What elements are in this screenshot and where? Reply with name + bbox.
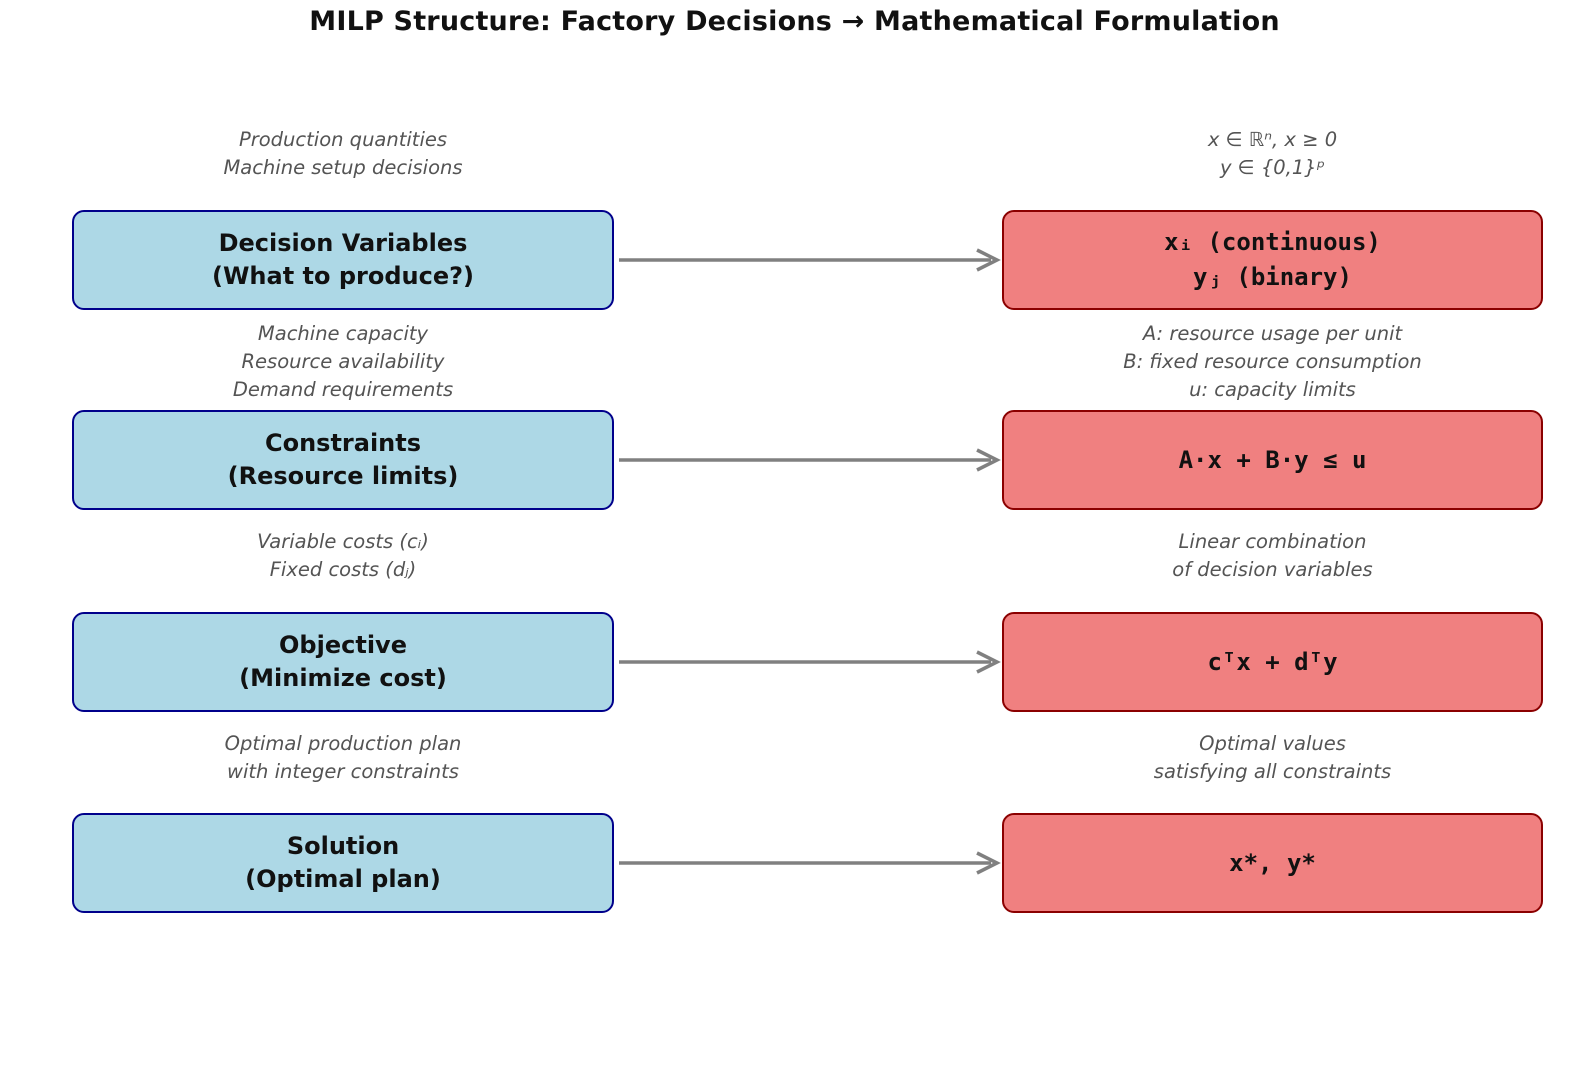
- annotation-line: with integer constraints: [227, 760, 459, 783]
- row-2-right-annotation: A: resource usage per unit B: fixed reso…: [1002, 320, 1543, 404]
- blue-box-solution: Solution (Optimal plan): [72, 813, 614, 913]
- box-label-line: Solution: [286, 832, 400, 860]
- formula-line: x*, y*: [1229, 848, 1316, 877]
- annotation-line: Production quantities: [238, 128, 448, 151]
- annotation-line: Fixed costs (dⱼ): [269, 558, 417, 581]
- row-3-left-annotation: Variable costs (cᵢ) Fixed costs (dⱼ): [72, 528, 614, 584]
- row-2-left-annotation: Machine capacity Resource availability D…: [72, 320, 614, 404]
- annotation-line: A: resource usage per unit: [1142, 322, 1403, 345]
- flow-arrow-icon: [619, 446, 1005, 474]
- blue-box-objective: Objective (Minimize cost): [72, 612, 614, 712]
- annotation-line: x ∈ ℝⁿ, x ≥ 0: [1207, 128, 1338, 151]
- annotation-line: y ∈ {0,1}ᵖ: [1219, 156, 1326, 179]
- formula-line: cᵀx + dᵀy: [1207, 647, 1338, 676]
- box-label-line: (Minimize cost): [239, 664, 447, 692]
- annotation-line: Optimal production plan: [224, 732, 462, 755]
- annotation-line: Linear combination: [1178, 530, 1367, 553]
- annotation-line: Machine setup decisions: [223, 156, 463, 179]
- row-3-right-annotation: Linear combination of decision variables: [1002, 528, 1543, 584]
- box-label-line: (Resource limits): [227, 462, 459, 490]
- annotation-line: Optimal values: [1199, 732, 1346, 755]
- box-label-line: (What to produce?): [211, 262, 475, 290]
- red-box-variable-formulation: xᵢ (continuous) yⱼ (binary): [1002, 210, 1543, 310]
- row-4-right-annotation: Optimal values satisfying all constraint…: [1002, 730, 1543, 786]
- row-4-left-annotation: Optimal production plan with integer con…: [72, 730, 614, 786]
- flow-arrow-icon: [619, 246, 1005, 274]
- blue-box-decision-variables: Decision Variables (What to produce?): [72, 210, 614, 310]
- box-label-line: Decision Variables: [218, 229, 468, 257]
- flow-arrow-icon: [619, 849, 1005, 877]
- formula-line: yⱼ (binary): [1193, 263, 1352, 291]
- flow-arrow-icon: [619, 648, 1005, 676]
- box-label-line: Constraints: [264, 429, 422, 457]
- annotation-line: Machine capacity: [257, 322, 429, 345]
- red-box-constraint-formula: A·x + B·y ≤ u: [1002, 410, 1543, 510]
- red-box-objective-formula: cᵀx + dᵀy: [1002, 612, 1543, 712]
- formula-line: A·x + B·y ≤ u: [1178, 445, 1367, 474]
- annotation-line: of decision variables: [1172, 558, 1373, 581]
- box-label-line: Objective: [279, 631, 407, 659]
- red-box-solution-values: x*, y*: [1002, 813, 1543, 913]
- annotation-line: B: fixed resource consumption: [1123, 350, 1422, 373]
- box-label-line: (Optimal plan): [245, 865, 441, 893]
- diagram-title: MILP Structure: Factory Decisions → Math…: [309, 6, 1280, 37]
- blue-box-constraints: Constraints (Resource limits): [72, 410, 614, 510]
- annotation-line: Resource availability: [241, 350, 445, 373]
- row-1-right-annotation: x ∈ ℝⁿ, x ≥ 0 y ∈ {0,1}ᵖ: [1002, 126, 1543, 182]
- annotation-line: Demand requirements: [232, 378, 454, 401]
- formula-line: xᵢ (continuous): [1164, 228, 1381, 256]
- annotation-line: u: capacity limits: [1189, 378, 1356, 401]
- row-1-left-annotation: Production quantities Machine setup deci…: [72, 126, 614, 182]
- annotation-line: Variable costs (cᵢ): [257, 530, 429, 553]
- annotation-line: satisfying all constraints: [1153, 760, 1392, 783]
